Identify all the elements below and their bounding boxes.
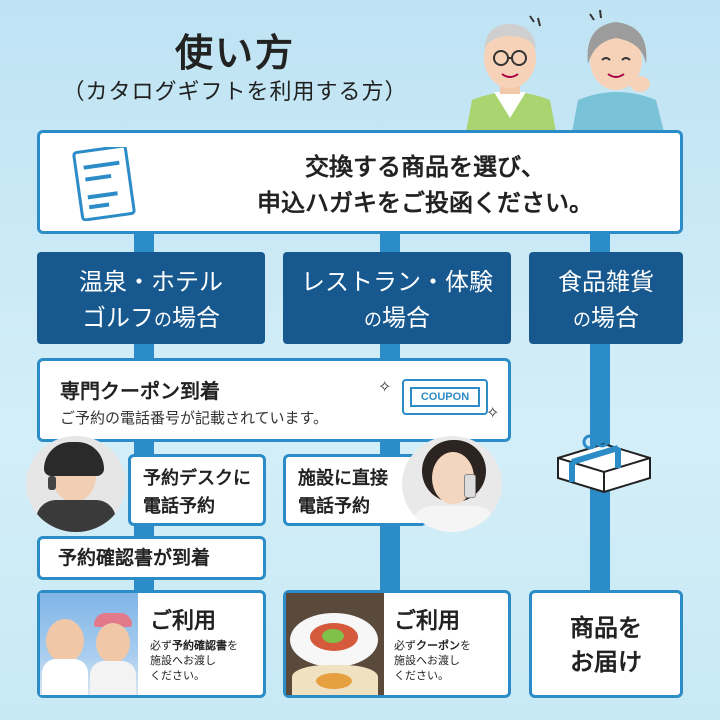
page-subtitle: （カタログギフトを利用する方） (62, 80, 408, 105)
column-header-goods-line2: の場合 (573, 304, 639, 332)
delivery-card: 商品を お届け (529, 590, 683, 698)
use-restaurant-title: ご利用 (394, 608, 461, 634)
coupon-ticket-icon: COUPON (402, 379, 488, 415)
reserve-desk-line2: 電話予約 (143, 496, 215, 517)
use-hotel-card: ご利用 必ず予約確認書を 施設へお渡し ください。 (37, 590, 266, 698)
sparkle-icon: ✧ (486, 403, 500, 422)
coupon-badge-label: COUPON (410, 387, 480, 407)
column-header-restaurant-line2: の場合 (364, 304, 430, 332)
reserve-facility-line1: 施設に直接 (298, 468, 388, 489)
column-header-goods-line1: 食品雑貨 (558, 268, 654, 296)
postcard-icon (72, 147, 136, 221)
use-restaurant-note: 必ずクーポンを 施設へお渡し ください。 (394, 640, 471, 682)
reserve-facility-line2: 電話予約 (298, 496, 370, 517)
use-hotel-note: 必ず予約確認書を 施設へお渡し ください。 (150, 640, 238, 682)
coupon-arrival-card: 専門クーポン到着 ご予約の電話番号が記載されています。 ✧ ✧ COUPON (37, 358, 511, 442)
elderly-couple-illustration (466, 9, 664, 132)
gift-box-icon (557, 432, 651, 494)
step-select-line2: 申込ハガキをご投函ください。 (257, 188, 593, 217)
use-restaurant-card: ご利用 必ずクーポンを 施設へお渡し ください。 (283, 590, 511, 698)
step-select-product: 交換する商品を選び、 申込ハガキをご投函ください。 (37, 130, 683, 234)
reserve-desk-line1: 予約デスクに (143, 468, 251, 489)
sparkle-icon: ✧ (378, 377, 392, 396)
column-header-goods: 食品雑貨 の場合 (529, 252, 683, 344)
confirmation-arrival-card: 予約確認書が到着 (37, 536, 266, 580)
golf-couple-photo (40, 593, 138, 695)
column-header-restaurant: レストラン・体験 の場合 (283, 252, 511, 344)
step-select-text: 交換する商品を選び、 申込ハガキをご投函ください。 (190, 149, 660, 221)
restaurant-dish-photo (286, 593, 384, 695)
use-hotel-title: ご利用 (150, 608, 217, 634)
column-header-hotel-line2: ゴルフの場合 (82, 304, 220, 332)
page-title: 使い方 (174, 30, 295, 75)
operator-photo (26, 436, 126, 532)
delivery-line1: 商品を (570, 613, 642, 642)
coupon-arrival-subtitle: ご予約の電話番号が記載されています。 (60, 409, 329, 427)
column-header-hotel: 温泉・ホテル ゴルフの場合 (37, 252, 265, 344)
column-header-hotel-line1: 温泉・ホテル (79, 268, 223, 296)
coupon-arrival-title: 専門クーポン到着 (60, 379, 220, 403)
step-select-line1: 交換する商品を選び、 (305, 152, 545, 181)
confirmation-arrival-label: 予約確認書が到着 (58, 547, 211, 569)
delivery-line2: お届け (570, 647, 642, 676)
woman-on-phone-photo (402, 436, 502, 532)
column-header-restaurant-line1: レストラン・体験 (301, 268, 493, 296)
reserve-desk-card: 予約デスクに 電話予約 (128, 454, 266, 526)
